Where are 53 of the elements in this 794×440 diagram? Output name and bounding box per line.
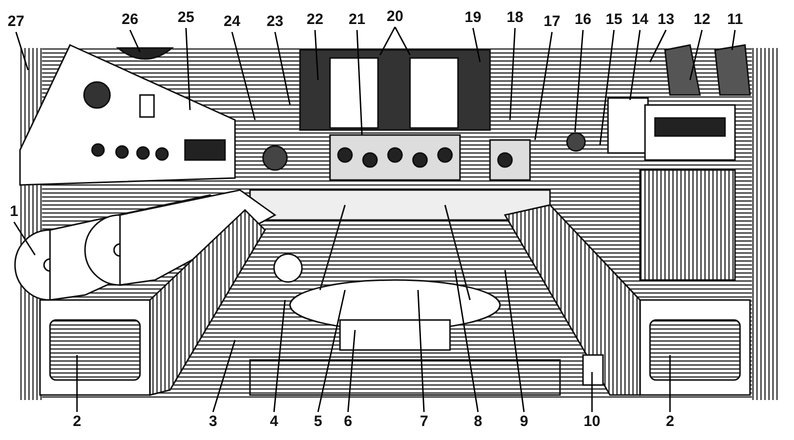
- leader-line: [509, 28, 516, 120]
- callout-number: 7: [420, 414, 428, 430]
- leader-line: [15, 32, 29, 70]
- callout-number: 9: [520, 414, 528, 430]
- callout-number: 17: [544, 14, 560, 30]
- callout-number: 19: [464, 10, 482, 26]
- callout-number: 16: [574, 12, 592, 28]
- callout-number: 22: [306, 12, 324, 28]
- leader-line: [669, 355, 671, 412]
- leader-line: [76, 355, 78, 412]
- leader-line: [629, 30, 641, 100]
- leader-line: [317, 290, 346, 412]
- leader-line: [534, 32, 553, 140]
- leader-line: [356, 30, 363, 136]
- leader-line: [314, 30, 319, 80]
- leader-line: [273, 300, 286, 412]
- leader-line: [731, 30, 736, 50]
- callout-number: 2: [666, 414, 674, 430]
- leader-line: [379, 26, 396, 56]
- callout-number: 25: [178, 10, 194, 26]
- callout-number: 21: [348, 12, 366, 28]
- callout-number: 24: [224, 14, 240, 30]
- leader-line: [649, 30, 667, 62]
- callout-number: 3: [208, 414, 218, 430]
- callout-number: 13: [658, 12, 674, 28]
- leader-line: [231, 32, 256, 120]
- leader-line: [347, 330, 356, 412]
- leader-line: [599, 30, 615, 146]
- callout-number: 14: [632, 12, 648, 28]
- leader-line: [129, 30, 141, 52]
- callout-number: 5: [314, 414, 322, 430]
- callout-number: 18: [506, 10, 524, 26]
- callout-number: 2: [72, 414, 82, 430]
- leader-line: [574, 30, 584, 132]
- callout-number: 15: [606, 12, 622, 28]
- callout-number: 1: [10, 204, 18, 220]
- leader-line: [417, 290, 425, 412]
- leader-line: [689, 30, 703, 80]
- callout-number: 26: [122, 12, 138, 28]
- callout-number: 20: [386, 9, 404, 25]
- callout-number: 11: [727, 12, 743, 28]
- leader-line: [274, 32, 291, 106]
- callout-number: 8: [474, 414, 482, 430]
- callout-number: 4: [270, 414, 278, 430]
- callout-number: 6: [344, 414, 352, 430]
- callout-number: 12: [694, 12, 710, 28]
- callout-number: 27: [8, 14, 24, 30]
- leader-line: [472, 28, 481, 62]
- leader-line: [394, 26, 411, 56]
- leader-line: [591, 372, 593, 412]
- callout-number: 23: [266, 14, 284, 30]
- leader-line: [185, 28, 191, 110]
- callout-number: 10: [584, 414, 600, 430]
